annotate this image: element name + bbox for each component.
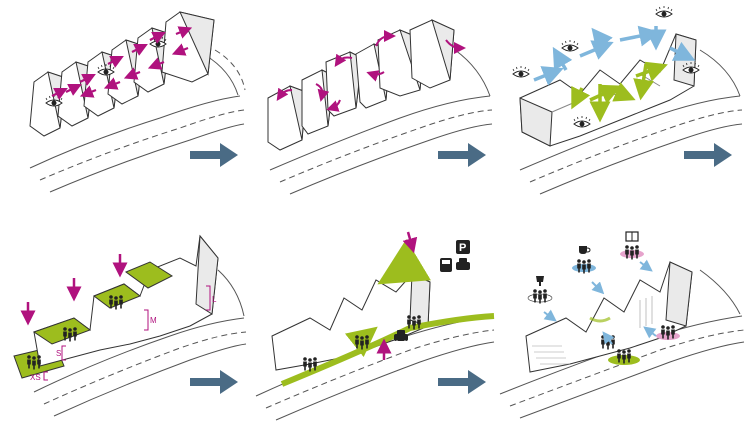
panel-2 [267,19,493,195]
panel-6 [499,231,745,419]
down-arrow-icon [376,231,418,360]
car-icon [394,330,408,344]
building-slabs-rotated [267,19,455,151]
process-arrow-icon [438,370,486,394]
size-label-s: S [56,349,61,358]
zigzag-building [525,261,693,373]
process-arrow-icon [684,143,732,167]
view-arrow-icon [571,61,668,123]
rotate-arrow-icon [276,30,466,112]
terraced-building [13,234,219,379]
road [499,269,745,419]
size-label-xs: XS [30,373,41,382]
parking-label: P [459,242,466,254]
view-arrow-icon [51,26,193,100]
panel-5: P [255,231,495,421]
down-arrow-icon [20,254,128,326]
size-brackets [43,285,211,381]
process-arrow-icon [190,143,238,167]
size-label-m: M [150,316,157,325]
process-arrow-icon [438,143,486,167]
parking-sign-icon: P [456,240,470,254]
panel-1 [29,11,246,193]
panel-4: XS S M L [13,234,247,417]
process-arrow-icon [190,370,238,394]
building-slabs [29,11,215,137]
view-arrow-icon [543,259,657,345]
bus-icon [440,258,452,272]
view-arrow-icon [533,25,696,86]
road [33,269,247,417]
cafe-icon [579,246,591,254]
road [519,49,743,195]
size-label-l: L [212,295,217,304]
lamp-icon [536,276,544,286]
book-icon [625,231,639,242]
panel-3 [512,5,743,195]
car-icon [456,258,470,270]
